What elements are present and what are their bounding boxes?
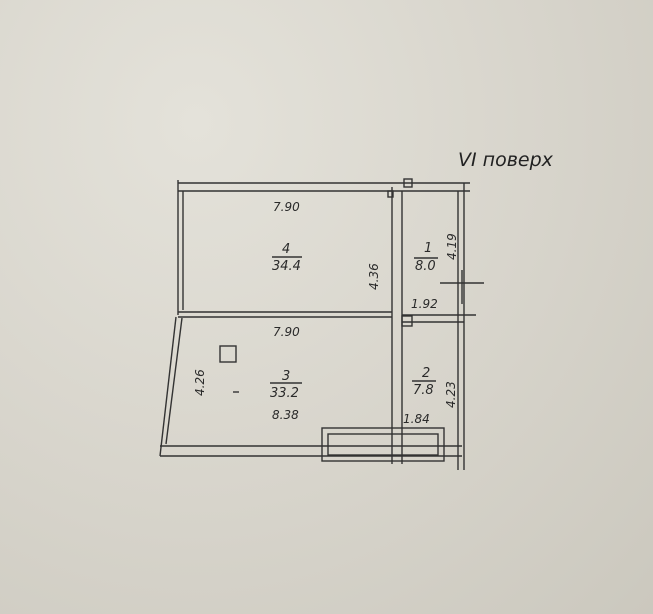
corner-mark bbox=[401, 315, 413, 327]
room4-area: 34.4 bbox=[272, 259, 301, 274]
room3-left-wall bbox=[159, 316, 177, 457]
window-symbol bbox=[321, 427, 445, 462]
dim-room1-right: 4.19 bbox=[445, 233, 459, 260]
corner-mark bbox=[403, 178, 413, 188]
dim-room4-right: 4.36 bbox=[367, 263, 381, 290]
vent-square bbox=[219, 345, 237, 363]
room4-number: 4 bbox=[282, 242, 290, 257]
dim-room3-bottom: 8.38 bbox=[272, 408, 299, 422]
room1-number: 1 bbox=[424, 241, 432, 256]
room3-area: 33.2 bbox=[270, 386, 299, 401]
walls bbox=[159, 178, 484, 470]
room2-area: 7.8 bbox=[413, 383, 434, 398]
room1-area: 8.0 bbox=[415, 259, 436, 274]
dim-room3-top: 7.90 bbox=[273, 325, 300, 339]
dim-room2-bottom: 1.84 bbox=[403, 412, 430, 426]
dim-room2-right: 4.23 bbox=[444, 381, 458, 408]
room2-number: 2 bbox=[422, 366, 430, 381]
dim-room4-top: 7.90 bbox=[273, 200, 300, 214]
floor-label: VI поверх bbox=[458, 149, 554, 171]
room3-number: 3 bbox=[282, 369, 290, 384]
room3-left-wall-inner bbox=[165, 317, 183, 445]
dim-room1-bottom: 1.92 bbox=[411, 297, 438, 311]
dim-room3-left: 4.26 bbox=[193, 369, 207, 396]
corner-mark bbox=[387, 190, 394, 198]
window-symbol-inner bbox=[327, 433, 439, 456]
